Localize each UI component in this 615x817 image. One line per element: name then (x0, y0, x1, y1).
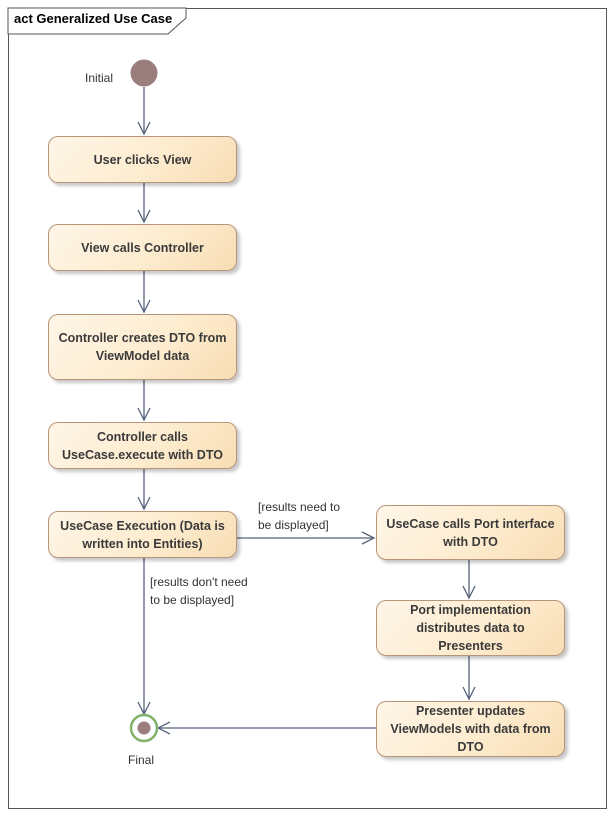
edge-port-impl-to-presenter-arrowhead (462, 686, 476, 701)
action-controller-creates-dto[interactable]: Controller creates DTO from ViewModel da… (48, 314, 237, 380)
action-usecase-calls-port[interactable]: UseCase calls Port interface with DTO (376, 505, 565, 560)
final-label: Final (128, 753, 155, 767)
frame-title: act Generalized Use Case (14, 11, 173, 26)
edge-usecase-exec-to-port-call-arrowhead (361, 531, 376, 545)
edge-controller-calls-to-usecase-exec-arrowhead (137, 496, 151, 511)
action-usecase-execution[interactable]: UseCase Execution (Data is written into … (48, 511, 237, 558)
guard-results-displayed: [results need to be displayed] (258, 500, 341, 532)
action-presenter-updates[interactable]: Presenter updates ViewModels with data f… (376, 701, 565, 757)
edge-initial-to-user-clicks-arrowhead (137, 121, 151, 136)
initial-label: Initial (85, 71, 114, 85)
action-view-calls-controller[interactable]: View calls Controller (48, 224, 237, 271)
edge-port-call-to-port-impl-arrowhead (462, 585, 476, 600)
guard-results-not-displayed: [results don't need to be displayed] (150, 575, 248, 607)
edge-controller-creates-to-controller-calls-arrowhead (137, 407, 151, 422)
edge-view-calls-to-controller-creates-arrowhead (137, 299, 151, 314)
action-port-distributes[interactable]: Port implementation distributes data to … (376, 600, 565, 656)
action-user-clicks-view[interactable]: User clicks View (48, 136, 237, 183)
action-controller-calls-usecase[interactable]: Controller calls UseCase.execute with DT… (48, 422, 237, 469)
edge-user-clicks-to-view-calls-arrowhead (137, 209, 151, 224)
